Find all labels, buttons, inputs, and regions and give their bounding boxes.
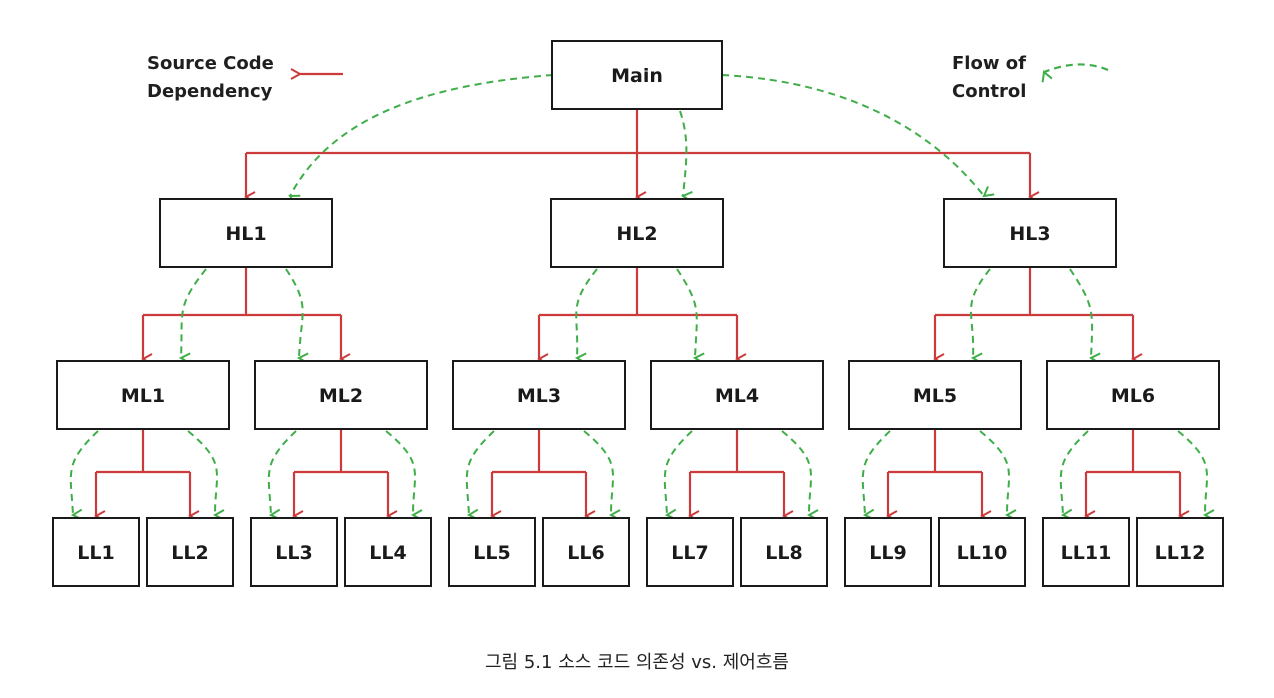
node-label: Main: [611, 65, 663, 87]
control-flow-arrow: [465, 430, 495, 515]
control-flow-arrow: [861, 430, 891, 515]
node-label: HL1: [225, 223, 266, 245]
node-label: ML2: [319, 385, 363, 407]
node-label: LL5: [473, 542, 510, 564]
node-ml4: ML4: [650, 360, 824, 430]
control-flow-arrow: [181, 268, 207, 358]
node-box: [740, 517, 828, 587]
node-label: LL7: [671, 542, 708, 564]
node-main: Main: [551, 40, 723, 110]
node-hl3: HL3: [943, 198, 1117, 268]
node-label: LL6: [567, 542, 604, 564]
control-flow-arrow: [679, 110, 686, 196]
node-label: HL3: [1009, 223, 1050, 245]
node-hl2: HL2: [550, 198, 724, 268]
node-ll4: LL4: [344, 517, 432, 587]
node-label: LL12: [1155, 542, 1206, 564]
control-flow-arrow: [663, 430, 693, 515]
node-ll7: LL7: [646, 517, 734, 587]
control-flow-arrow: [1069, 268, 1092, 358]
node-box: [1046, 360, 1220, 430]
node-box: [550, 198, 724, 268]
legend-source-line2: Dependency: [147, 81, 273, 102]
node-ll5: LL5: [448, 517, 536, 587]
node-label: LL9: [869, 542, 906, 564]
node-box: [1042, 517, 1130, 587]
node-box: [250, 517, 338, 587]
node-label: ML1: [121, 385, 165, 407]
control-flow-arrow: [290, 74, 554, 196]
node-ll1: LL1: [52, 517, 140, 587]
node-box: [938, 517, 1026, 587]
control-flow-arrow: [970, 268, 991, 358]
legend-flow-of-control: Flow of Control: [952, 53, 1109, 102]
node-ml5: ML5: [848, 360, 1022, 430]
node-box: [646, 517, 734, 587]
node-box: [943, 198, 1117, 268]
node-label: LL3: [275, 542, 312, 564]
legend-control-line1: Flow of: [952, 53, 1026, 74]
legend-green-arrow-icon: [1044, 63, 1109, 72]
node-ll12: LL12: [1136, 517, 1224, 587]
control-flow-arrow: [721, 74, 984, 196]
node-ml3: ML3: [452, 360, 626, 430]
node-ll8: LL8: [740, 517, 828, 587]
control-flow-arrow: [69, 430, 99, 515]
control-flow-arrow: [676, 268, 697, 358]
node-box: [254, 360, 428, 430]
node-box: [848, 360, 1022, 430]
node-label: ML5: [913, 385, 957, 407]
node-box: [146, 517, 234, 587]
node-label: LL4: [369, 542, 406, 564]
figure-caption: 그림 5.1 소스 코드 의존성 vs. 제어흐름: [485, 652, 789, 673]
legend-source-line1: Source Code: [147, 53, 274, 74]
control-flow-arrow: [781, 430, 811, 515]
node-ml1: ML1: [56, 360, 230, 430]
dependency-edges: [96, 109, 1180, 516]
node-box: [344, 517, 432, 587]
node-ll11: LL11: [1042, 517, 1130, 587]
control-flow-arrow: [267, 430, 297, 515]
control-flow-arrow: [979, 430, 1009, 515]
node-box: [542, 517, 630, 587]
node-label: LL1: [77, 542, 114, 564]
control-flow-edges: [69, 74, 1207, 515]
node-box: [650, 360, 824, 430]
node-label: ML6: [1111, 385, 1155, 407]
node-hl1: HL1: [159, 198, 333, 268]
node-box: [448, 517, 536, 587]
node-box: [844, 517, 932, 587]
legend-source-dependency: Source Code Dependency: [147, 53, 343, 102]
node-ll6: LL6: [542, 517, 630, 587]
node-box: [1136, 517, 1224, 587]
node-ll9: LL9: [844, 517, 932, 587]
node-label: ML3: [517, 385, 561, 407]
node-box: [452, 360, 626, 430]
node-label: LL10: [957, 542, 1008, 564]
node-label: HL2: [616, 223, 657, 245]
node-label: LL2: [171, 542, 208, 564]
node-ll2: LL2: [146, 517, 234, 587]
control-flow-arrow: [187, 430, 217, 515]
node-ll10: LL10: [938, 517, 1026, 587]
node-box: [52, 517, 140, 587]
node-ml6: ML6: [1046, 360, 1220, 430]
node-ml2: ML2: [254, 360, 428, 430]
node-label: LL8: [765, 542, 802, 564]
control-flow-arrow: [1059, 430, 1089, 515]
control-flow-arrow: [576, 268, 598, 358]
node-box: [551, 40, 723, 110]
legend-control-line2: Control: [952, 81, 1026, 102]
node-label: LL11: [1061, 542, 1112, 564]
control-flow-arrow: [1177, 430, 1207, 515]
control-flow-arrow: [285, 268, 303, 358]
node-ll3: LL3: [250, 517, 338, 587]
control-flow-arrow: [583, 430, 613, 515]
control-flow-arrow: [385, 430, 415, 515]
node-box: [159, 198, 333, 268]
node-box: [56, 360, 230, 430]
node-label: ML4: [715, 385, 759, 407]
